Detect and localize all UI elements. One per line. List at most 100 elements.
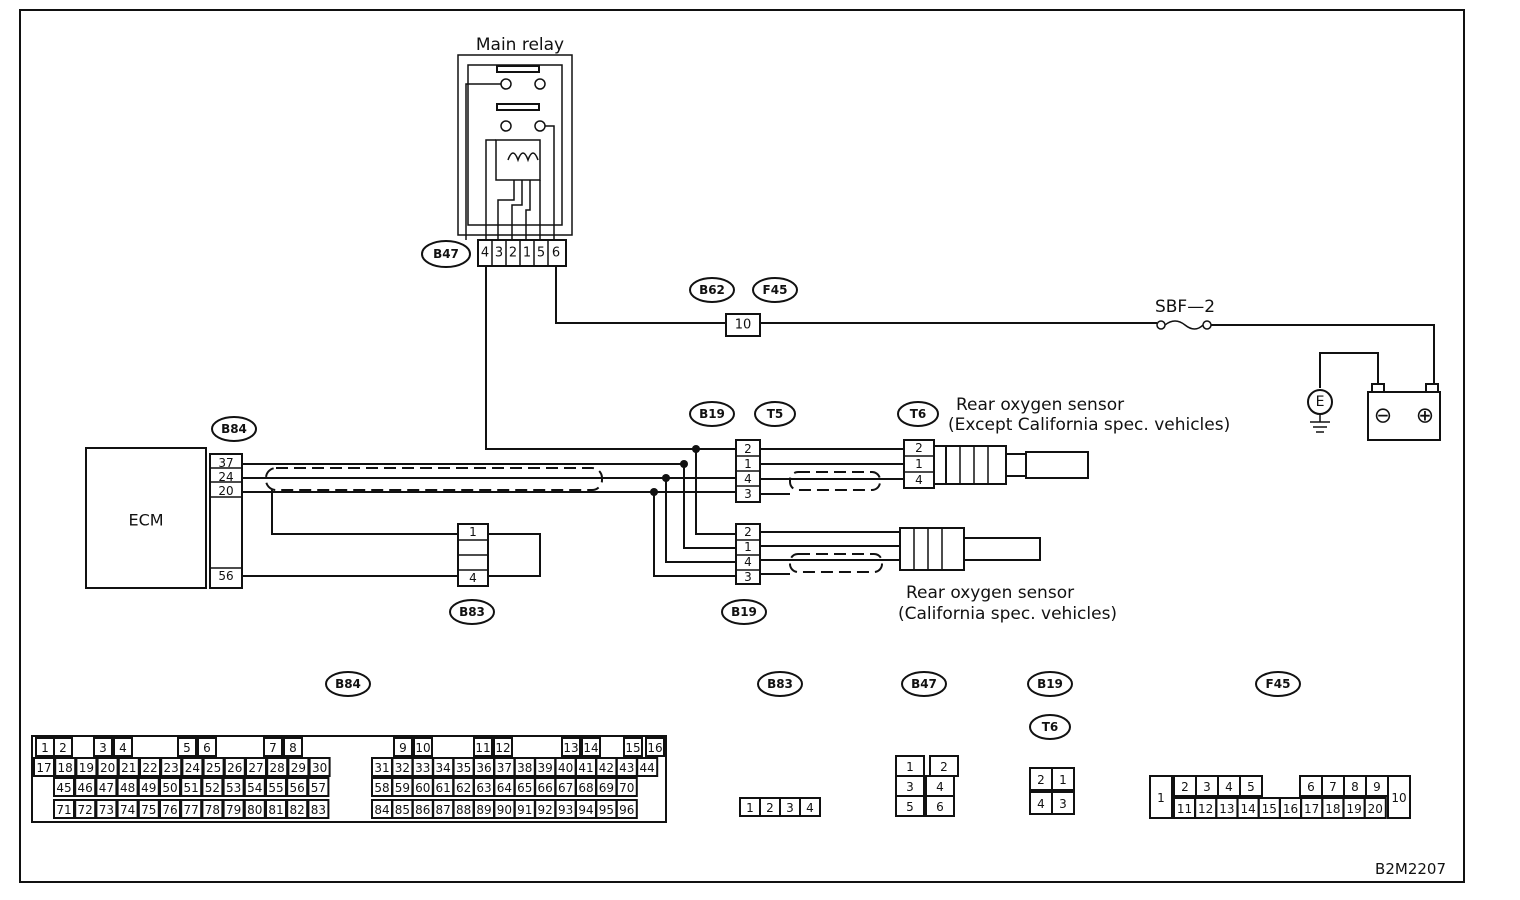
f45-legend-cell [1387,775,1411,819]
b84-legend-cell [581,737,601,757]
b84-legend-pin: 8 [289,741,297,755]
svg-text:1: 1 [469,525,477,539]
b84-legend-pin: 26 [227,761,242,775]
b84-legend-pin: 29 [291,761,306,775]
b84-legend-pin: 87 [436,803,451,817]
f45-legend-pin: 9 [1373,780,1381,794]
b84-legend-pin: 48 [120,781,135,795]
b47-legend-pin: 5 [906,800,914,814]
svg-text:2: 2 [744,442,752,456]
tag-f45: F45 [763,283,788,297]
b19-legend-pin: 4 [1037,797,1045,811]
b84-legend-pin: 15 [625,741,640,755]
b84-legend-pin: 65 [517,781,532,795]
b84-legend-cell [245,757,267,777]
b84-legend-cell [307,777,330,797]
b84-legend-cell [95,777,118,797]
b84-legend-cell [74,799,97,819]
b84-legend-pin: 84 [374,803,389,817]
b84-legend-cell [561,737,581,757]
b84-legend-pin: 75 [141,803,156,817]
svg-text:56: 56 [218,569,233,583]
b84-legend-pin: 73 [99,803,114,817]
b47-legend-cell [895,795,925,817]
b84-legend-pin: 50 [162,781,177,795]
b84-legend-cell [53,799,75,819]
f45-legend-pin: 3 [1203,780,1211,794]
b84-legend-pin: 18 [58,761,73,775]
svg-text:1: 1 [744,540,752,554]
f45-legend-pin: 13 [1219,802,1234,816]
b84-legend-pin: 74 [120,803,135,817]
b84-legend-pin: 31 [374,761,389,775]
b84-legend-cell [308,757,331,777]
tag-b83: B83 [459,605,485,619]
tag-b19-lower: B19 [731,605,757,619]
b84-legend-pin: 92 [538,803,553,817]
b84-legend-pin: 62 [456,781,471,795]
b84-legend-pin: 59 [395,781,410,795]
b83-legend-pin: 1 [746,801,754,815]
b84-legend-pin: 20 [100,761,115,775]
b84-legend-cell [116,799,139,819]
b84-legend-pin: 36 [476,761,491,775]
b84-legend-cell [93,737,113,757]
b84-legend-cell [307,799,330,819]
battery-negative-icon: ⊖ [1374,404,1392,429]
b84-legend-cell [645,737,665,757]
tag-b47: B47 [433,247,459,261]
b84-legend-pin: 32 [395,761,410,775]
tag-b19: B19 [699,407,725,421]
sensor-except-label-2: (Except California spec. vehicles) [948,415,1230,435]
b84-legend-pin: 30 [312,761,327,775]
b84-legend-pin: 57 [311,781,326,795]
b84-legend-pin: 27 [248,761,263,775]
f45-legend-pin: 12 [1198,802,1213,816]
b84-legend-pin: 9 [399,741,407,755]
b84-legend-pin: 78 [205,803,220,817]
b84-legend-cell [180,799,203,819]
b83-legend-cell [799,797,821,817]
legend-tag-t6: T6 [1042,720,1059,734]
b84-legend-pin: 71 [56,803,71,817]
b84-legend-cell [473,737,493,757]
sensor-except-label-1: Rear oxygen sensor [956,395,1124,415]
legend-tag-b84: B84 [335,677,361,691]
f45-legend-cell [1363,797,1387,819]
b84-legend-pin: 40 [558,761,573,775]
b84-legend-cell [623,737,643,757]
f45-legend-pin: 8 [1351,780,1359,794]
b84-legend-cell [493,737,513,757]
b84-legend-cell [202,757,225,777]
b19-legend-pin: 1 [1059,773,1067,787]
svg-text:2: 2 [915,441,923,455]
f45-legend-pin: 4 [1225,780,1233,794]
f45-legend-pin: 2 [1181,780,1189,794]
svg-text:1: 1 [915,457,923,471]
legend-tag-b19: B19 [1037,677,1063,691]
b84-legend-pin: 34 [436,761,451,775]
b84-legend-pin: 19 [79,761,94,775]
svg-text:2: 2 [744,525,752,539]
b84-legend-pin: 35 [456,761,471,775]
sensor-calif-label-2: (California spec. vehicles) [898,604,1117,624]
ecm: ECM 37 24 20 56 B84 [85,416,257,589]
b84-legend-pin: 52 [205,781,220,795]
b84-legend-pin: 66 [538,781,553,795]
tag-t5: T5 [767,407,784,421]
b84-legend-pin: 61 [436,781,451,795]
b84-legend-cell [287,757,310,777]
b84-legend-pin: 63 [476,781,491,795]
b84-legend-cell [75,757,98,777]
b84-legend-pin: 64 [497,781,512,795]
svg-text:37: 37 [218,456,233,470]
b84-legend-cell [243,777,266,797]
svg-text:1: 1 [523,246,531,261]
b84-legend-cell [159,777,181,797]
ecm-wiring [242,266,736,577]
b84-legend-pin: 77 [184,803,199,817]
b84-legend-pin: 6 [203,741,211,755]
b84-legend-pin: 70 [619,781,634,795]
